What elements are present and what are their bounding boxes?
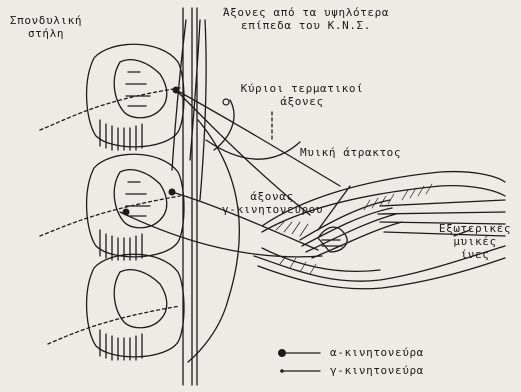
alpha-motoneuron-cell-1 [173,87,180,94]
label-main-terminal-line-1: Κύριοι τερματικοί [232,82,372,95]
label-main-terminal-axons: Κύριοι τερματικοί άξονες [232,82,372,108]
alpha-motoneuron-cell-2 [169,189,176,196]
label-spinal-column-line-1: Σπονδυλική [4,14,88,27]
spinal-cord-section-2 [87,154,184,260]
nerve-root-lines [40,88,180,344]
label-spinal-column: Σπονδυλική στήλη [4,14,88,40]
label-extrafusal-line-1: Εξωτερικές [432,222,518,235]
label-spinal-column-line-2: στήλη [4,27,88,40]
legend-gamma-marker [280,369,284,373]
legend-gamma-label: γ-κινητονεύρα [330,364,424,377]
label-higher-axons-line-2: επίπεδα του Κ.Ν.Σ. [208,19,404,32]
spinal-cord-section-3 [87,254,184,360]
label-extrafusal-line-3: ίνες [432,248,518,261]
label-main-terminal-line-2: άξονες [232,95,372,108]
label-higher-axons: Άξονες από τα υψηλότερα επίπεδα του Κ.Ν.… [208,6,404,32]
label-gamma-axon-line-1: άξονας [222,190,322,203]
label-higher-axons-line-1: Άξονες από τα υψηλότερα [208,6,404,19]
legend-alpha-label: α-κινητονεύρα [330,346,424,359]
label-gamma-axon: άξονας γ-κινητονεύρου [222,190,322,216]
label-extrafusal-fibres: Εξωτερικές μυικές ίνες [432,222,518,261]
descending-axons [172,20,206,200]
legend-alpha-marker [278,349,286,357]
alpha-motoneuron-cell-3 [123,209,130,216]
terminal-bouton [223,99,229,105]
spinal-cord-section-1 [87,44,184,150]
label-extrafusal-line-2: μυικές [432,235,518,248]
label-muscle-spindle: Μυική άτρακτος [300,146,401,159]
label-gamma-axon-line-2: γ-κινητονεύρου [222,203,322,216]
legend-lines [282,353,320,371]
